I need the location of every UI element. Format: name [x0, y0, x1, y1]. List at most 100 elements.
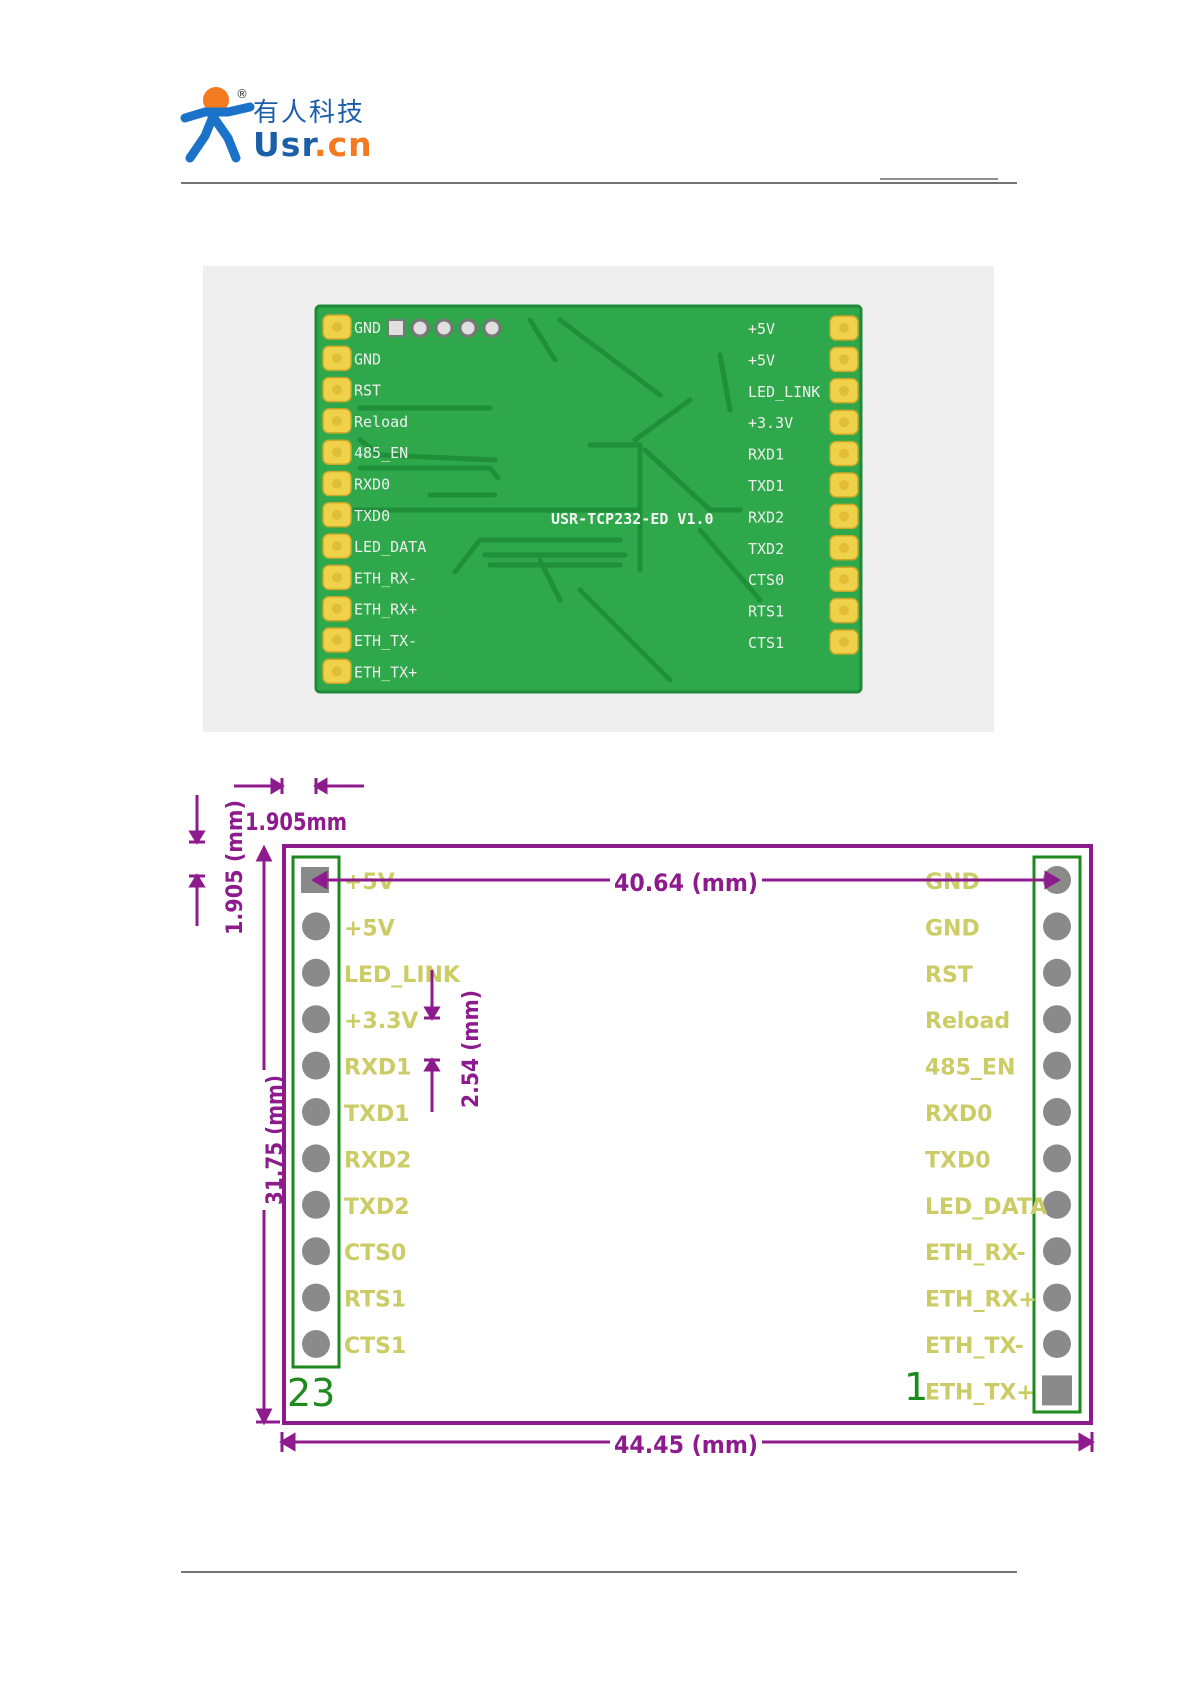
header-pin — [322, 314, 352, 340]
photo-pin-label: LED_DATA — [354, 538, 426, 556]
top-pads — [387, 318, 502, 338]
photo-pin-label: RXD1 — [748, 446, 784, 464]
round-pad — [1043, 1237, 1071, 1266]
photo-pin-label: 485_EN — [354, 444, 408, 462]
square-pad — [1042, 1375, 1072, 1406]
logo-brand: Usr.cn — [253, 125, 373, 164]
photo-left-pin-labels: GNDGNDRSTReload485_ENRXD0TXD0LED_DATAETH… — [354, 319, 426, 681]
header-pin — [829, 346, 859, 373]
drawing-pin-label: RXD0 — [925, 1102, 992, 1127]
photo-pin-label: LED_LINK — [748, 383, 820, 401]
drawing-pin-label: LED_LINK — [344, 963, 461, 988]
header-pin — [322, 470, 352, 497]
pcb-board — [316, 306, 861, 692]
drawing-pin-label: ETH_TX+ — [925, 1380, 1035, 1405]
right-pin-header — [829, 315, 859, 655]
round-pad — [1043, 1051, 1071, 1080]
round-pad — [302, 1330, 330, 1358]
left-pads — [301, 867, 330, 1358]
dim-pitch-vertical — [188, 795, 206, 926]
drawing-pin-label: ETH_TX- — [925, 1334, 1024, 1359]
drawing-pin-label: ETH_RX+ — [925, 1288, 1037, 1313]
dim-height-label: 31.75 (mm) — [263, 1075, 288, 1205]
drawing-pin-label: TXD2 — [344, 1195, 410, 1220]
round-pad — [1043, 958, 1071, 987]
photo-pin-label: CTS0 — [748, 571, 784, 589]
header-pin — [829, 535, 859, 561]
header-pin — [322, 595, 352, 622]
photo-pin-label: RTS1 — [748, 603, 784, 621]
dim-pitch-label: 1.905mm — [245, 808, 347, 836]
photo-right-pin-labels: +5V+5VLED_LINK+3.3VRXD1TXD1RXD2TXD2CTS0R… — [748, 320, 820, 652]
header-pin — [322, 533, 352, 559]
drawing-pin-label: GND — [925, 870, 980, 895]
drawing-pin-label: +5V — [344, 870, 395, 895]
round-pad — [1043, 1330, 1071, 1358]
header-pin — [322, 345, 352, 372]
module-photo: GNDGNDRSTReload485_ENRXD0TXD0LED_DATAETH… — [203, 266, 994, 732]
round-pad — [302, 1190, 330, 1219]
photo-pin-label: GND — [354, 350, 381, 368]
registered-mark: ® — [236, 87, 248, 101]
round-pad — [302, 1237, 330, 1266]
dim-width-label: 44.45 (mm) — [614, 1431, 758, 1459]
round-pad — [1043, 1283, 1071, 1312]
header-pin — [829, 472, 859, 498]
header-pin — [322, 627, 352, 653]
board-model-label: USR-TCP232-ED V1.0 — [551, 510, 714, 528]
drawing-pin-label: CTS1 — [344, 1334, 406, 1359]
dim-height — [255, 844, 280, 1426]
header-pin — [322, 376, 352, 403]
photo-pin-label: ETH_TX- — [354, 632, 417, 650]
left-header-box — [291, 855, 341, 1369]
photo-pin-label: TXD0 — [354, 507, 390, 525]
dim-span — [311, 870, 1061, 890]
header-pin — [322, 408, 352, 434]
drawing-pin-label: Reload — [925, 1009, 1010, 1034]
header-pin — [322, 502, 352, 528]
photo-pin-label: +3.3V — [748, 414, 793, 432]
dimension-drawing: +5V+5VLED_LINK+3.3VRXD1TXD1RXD2TXD2CTS0R… — [188, 777, 1095, 1459]
right-pads — [1042, 866, 1072, 1406]
photo-pin-label: +5V — [748, 351, 775, 369]
round-pad — [302, 1005, 330, 1034]
photo-pin-label: CTS1 — [748, 634, 784, 652]
right-header-box — [1032, 855, 1082, 1414]
dim-width — [279, 1432, 1095, 1452]
logo-brand-sr: sr — [281, 125, 319, 164]
photo-pin-label: TXD2 — [748, 540, 784, 558]
photo-pin-label: TXD1 — [748, 477, 784, 495]
dim-pitch-horizontal — [234, 777, 364, 795]
header-pin — [829, 503, 859, 530]
drawing-pin-label: RXD1 — [344, 1056, 411, 1081]
drawing-pin-label: LED_DATA — [925, 1195, 1047, 1220]
dim-span-label: 40.64 (mm) — [614, 869, 758, 897]
round-pad — [1043, 1190, 1071, 1219]
drawing-pin-label: +5V — [344, 916, 395, 941]
header-pin — [829, 597, 859, 624]
round-pad — [1043, 1144, 1071, 1173]
logo-brand-cn: cn — [328, 125, 373, 164]
logo-brand-dot: . — [314, 125, 328, 164]
photo-pin-label: RXD2 — [748, 508, 784, 526]
header-pin — [829, 629, 859, 655]
running-man-icon — [180, 87, 255, 163]
header-pin — [322, 439, 352, 465]
round-pad — [302, 912, 330, 941]
header-pin — [322, 658, 352, 685]
round-pad — [302, 1144, 330, 1173]
dim-row-pitch — [423, 970, 441, 1112]
photo-pin-label: ETH_TX+ — [354, 663, 417, 681]
pin-number-1: 1 — [904, 1365, 928, 1409]
logo-brand-u: U — [253, 125, 281, 164]
header-pin — [829, 440, 859, 467]
logo-cn-text: 有人科技 — [253, 98, 365, 128]
drawing-pin-label: TXD0 — [925, 1148, 991, 1173]
drawing-pin-label: ETH_RX- — [925, 1241, 1026, 1266]
round-pad — [302, 958, 330, 987]
drawing-pin-label: 485_EN — [925, 1056, 1015, 1081]
round-pad — [302, 1283, 330, 1312]
header-pin — [829, 378, 859, 404]
pcb-traces — [352, 317, 763, 683]
left-pin-header — [322, 314, 352, 685]
